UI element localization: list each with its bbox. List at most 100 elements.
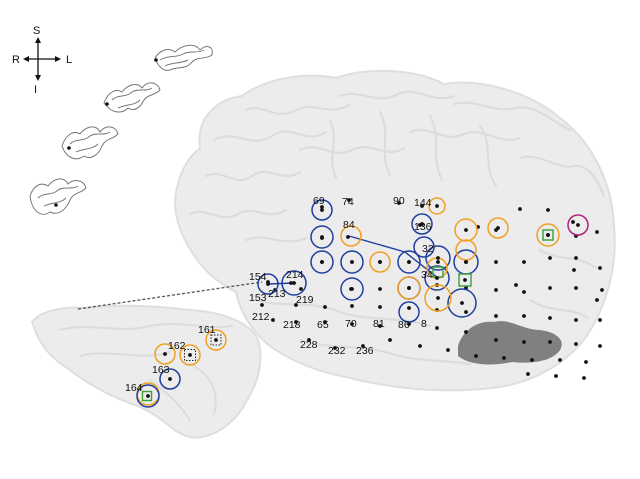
- electrode-dot: [420, 204, 424, 208]
- electrode-label-228: 228: [300, 339, 318, 351]
- orange-ring-marker: [340, 225, 362, 247]
- marker-center-dot: [163, 352, 167, 356]
- marker-center-dot: [407, 260, 411, 264]
- blue-ring-marker: [310, 250, 334, 274]
- electrode-dot: [361, 344, 365, 348]
- electrode-label-218: 218: [283, 319, 301, 331]
- electrode-dot: [548, 316, 552, 320]
- electrode-label-153: 153: [249, 292, 267, 304]
- electrode-dot: [494, 260, 498, 264]
- electrode-dot: [548, 340, 552, 344]
- electrode-dot: [598, 344, 602, 348]
- electrode-dot: [299, 287, 303, 291]
- electrode-dot: [378, 324, 382, 328]
- electrode-dot: [407, 322, 411, 326]
- blue-ring-marker: [413, 236, 435, 258]
- marker-center-dot: [436, 256, 440, 260]
- electrode-dot: [572, 268, 576, 272]
- electrode-dot: [502, 356, 506, 360]
- orange-ring-marker: [205, 329, 227, 351]
- electrode-dot: [350, 322, 354, 326]
- marker-center-dot: [350, 260, 354, 264]
- blue-ring-marker: [257, 273, 279, 295]
- orange-ring-marker: [454, 218, 478, 242]
- magenta-ring-marker: [567, 214, 589, 236]
- label-inferior: I: [34, 84, 37, 96]
- electrode-dot: [554, 374, 558, 378]
- orange-ring-marker: [179, 344, 201, 366]
- marker-center-dot: [546, 233, 550, 237]
- marker-center-dot: [420, 222, 424, 226]
- inset-temporal-view: [30, 304, 262, 439]
- electrode-label-213: 213: [268, 288, 286, 300]
- electrode-label-144: 144: [414, 197, 432, 209]
- marker-center-dot: [435, 204, 439, 208]
- marker-center-dot: [146, 394, 150, 398]
- marker-center-dot: [350, 287, 354, 291]
- lesion-area: [458, 321, 562, 365]
- electrode-dot: [289, 281, 293, 285]
- slice-sketch-2: [103, 82, 161, 113]
- electrode-dot: [435, 326, 439, 330]
- blue-ring-marker: [310, 225, 334, 249]
- coronal-slice-sketches: [29, 44, 213, 215]
- marker-center-dot: [407, 286, 411, 290]
- connection-line: [348, 235, 406, 253]
- electrode-label-219: 219: [296, 294, 314, 306]
- electrode-dot: [418, 344, 422, 348]
- electrode-label-65: 65: [317, 319, 329, 331]
- electrode-dot: [446, 348, 450, 352]
- electrode-dot: [598, 266, 602, 270]
- electrode-label-81: 81: [373, 318, 385, 330]
- electrode-dot: [294, 320, 298, 324]
- electrode-dot: [397, 201, 401, 205]
- electrode-dot: [522, 260, 526, 264]
- marker-center-dot: [168, 377, 172, 381]
- orange-ring-marker: [424, 284, 452, 312]
- electrode-label-74: 74: [342, 196, 354, 208]
- slice-sketch-3: [61, 126, 119, 160]
- electrode-dot: [522, 290, 526, 294]
- electrode-label-32: 32: [422, 243, 434, 255]
- electrode-dot: [350, 304, 354, 308]
- electrode-label-34: 34: [421, 269, 433, 281]
- orange-ring-marker: [397, 276, 421, 300]
- electrode-dot: [464, 330, 468, 334]
- electrode-dot: [526, 372, 530, 376]
- brain-hemisphere: [174, 69, 616, 392]
- electrode-dot: [333, 346, 337, 350]
- electrode-label-232: 232: [328, 345, 346, 357]
- electrode-dot: [595, 230, 599, 234]
- electrode-dot: [574, 318, 578, 322]
- blue-ring-marker: [159, 368, 181, 390]
- electrode-label-161: 161: [198, 324, 216, 336]
- gyri-texture: [188, 90, 606, 366]
- label-superior: S: [33, 25, 40, 37]
- electrode-label-163: 163: [152, 364, 170, 376]
- green-square-marker: [542, 229, 554, 241]
- electrode-dot: [584, 360, 588, 364]
- electrode-dot: [347, 198, 351, 202]
- dotted-square-marker: [210, 334, 222, 346]
- marker-center-dot: [435, 276, 439, 280]
- electrode-dot: [518, 207, 522, 211]
- electrode-dot: [598, 318, 602, 322]
- orange-ring-marker: [369, 251, 391, 273]
- blue-ring-marker: [340, 250, 364, 274]
- electrode-label-236: 236: [356, 345, 374, 357]
- electrode-dot: [320, 205, 324, 209]
- electrode-label-86: 86: [398, 319, 410, 331]
- electrode-label-162: 162: [168, 340, 186, 352]
- marker-center-dot: [464, 228, 468, 232]
- marker-center-dot: [464, 260, 468, 264]
- electrode-label-136: 136: [414, 221, 432, 233]
- electrode-dot: [574, 256, 578, 260]
- electrode-dot: [474, 354, 478, 358]
- electrode-dot: [323, 305, 327, 309]
- green-square-marker: [141, 390, 153, 402]
- label-left: L: [66, 54, 72, 66]
- electrode-dot: [436, 260, 440, 264]
- electrode-label-214: 214: [286, 269, 304, 281]
- marker-center-dot: [292, 281, 296, 285]
- electrode-dot: [378, 305, 382, 309]
